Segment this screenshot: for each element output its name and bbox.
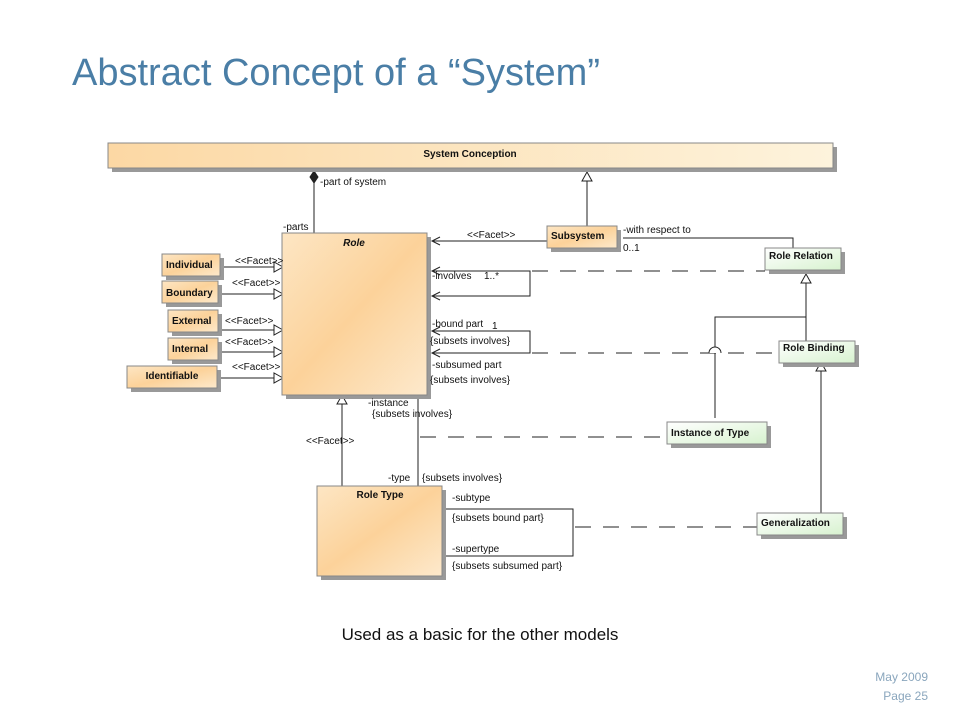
label-subsets-subsumed-part: {subsets subsumed part} <box>452 561 563 572</box>
open-arrow-subsystem <box>430 236 441 246</box>
class-instance-of-type: Instance of Type <box>666 421 771 448</box>
label-facet-boundary: <<Facet>> <box>232 278 281 289</box>
class-name: Role Type <box>356 490 403 501</box>
association-labels: -part of system -parts <<Facet>> -with r… <box>225 177 691 572</box>
label-subsets-involves-2: {subsets involves} <box>430 375 511 386</box>
label-mult-0-1: 0..1 <box>623 243 640 254</box>
label-subsumed-part: -subsumed part <box>432 360 502 371</box>
label-mult-1-star: 1..* <box>484 271 499 282</box>
class-external: External <box>167 309 222 336</box>
class-identifiable: Identifiable <box>126 365 221 392</box>
label-parts: -parts <box>283 222 309 233</box>
involves-line <box>432 270 531 297</box>
label-subsets-bound-part: {subsets bound part} <box>452 513 544 524</box>
class-name: External <box>172 316 212 327</box>
open-arrow-involves <box>430 266 441 276</box>
class-name: Instance of Type <box>671 428 750 439</box>
label-subsets-involves-3: {subsets involves} <box>372 409 453 420</box>
composition-diamond <box>309 170 319 184</box>
hollow-triangle-boundary <box>273 288 285 300</box>
class-internal: Internal <box>167 337 222 364</box>
label-facet-roletype: <<Facet>> <box>306 436 355 447</box>
hollow-triangle-system <box>581 170 593 182</box>
open-arrow-subsumed <box>430 348 441 358</box>
hollow-triangle-identifiable <box>273 372 285 384</box>
class-system-conception: System Conception <box>107 142 837 172</box>
label-involves: -involves <box>432 271 471 282</box>
label-subsets-involves-1: {subsets involves} <box>430 336 511 347</box>
class-role-binding: Role Binding <box>778 340 859 367</box>
bound-subsumed-line <box>432 330 531 354</box>
label-subtype: -subtype <box>452 493 491 504</box>
class-subsystem: Subsystem <box>546 225 621 252</box>
class-name: System Conception <box>423 149 516 160</box>
label-facet-subsystem: <<Facet>> <box>467 230 516 241</box>
class-name: Role <box>343 238 365 249</box>
class-name: Boundary <box>166 288 213 299</box>
connectors <box>220 181 822 557</box>
hollow-triangle-individual <box>273 261 285 273</box>
label-subsets-involves-4: {subsets involves} <box>422 473 503 484</box>
label-supertype: -supertype <box>452 544 500 555</box>
label-bound-part: -bound part <box>432 319 483 330</box>
label-type: -type <box>388 473 411 484</box>
class-generalization: Generalization <box>756 512 847 539</box>
label-part-of-system: -part of system <box>320 177 386 188</box>
class-role: Role <box>281 232 431 399</box>
open-arrow-involves-back <box>430 291 441 301</box>
slide-caption: Used as a basic for the other models <box>341 625 619 644</box>
label-mult-1: 1 <box>492 321 498 332</box>
footer-date: May 2009 <box>875 670 928 684</box>
class-role-type: Role Type <box>316 485 446 580</box>
hollow-triangle-role-relation <box>800 272 812 284</box>
dashed-links <box>420 270 779 528</box>
label-with-respect-to: -with respect to <box>623 225 691 236</box>
class-individual: Individual <box>161 253 224 280</box>
class-name: Role Binding <box>783 343 845 354</box>
hollow-triangle-role <box>336 393 348 405</box>
hollow-triangle-external <box>273 324 285 336</box>
line-hop <box>708 346 722 354</box>
class-name: Subsystem <box>551 231 604 242</box>
with-respect-to-line <box>623 237 794 248</box>
label-facet-individual: <<Facet>> <box>235 256 284 267</box>
class-name: Role Relation <box>769 251 833 262</box>
label-facet-internal: <<Facet>> <box>225 337 274 348</box>
open-arrow-bound <box>430 326 441 336</box>
class-name: Individual <box>166 260 213 271</box>
label-facet-identifiable: <<Facet>> <box>232 362 281 373</box>
class-role-relation: Role Relation <box>764 247 845 274</box>
footer-page-number: Page 25 <box>883 689 928 703</box>
subtype-supertype-line <box>446 508 574 557</box>
class-name: Identifiable <box>146 371 199 382</box>
slide-title: Abstract Concept of a “System” <box>72 52 600 94</box>
class-name: Generalization <box>761 518 830 529</box>
label-instance: -instance <box>368 398 409 409</box>
roleRelation-tree-left <box>714 316 806 418</box>
label-facet-external: <<Facet>> <box>225 316 274 327</box>
hollow-triangle-internal <box>273 346 285 358</box>
class-boundary: Boundary <box>161 280 222 307</box>
class-name: Internal <box>172 344 208 355</box>
